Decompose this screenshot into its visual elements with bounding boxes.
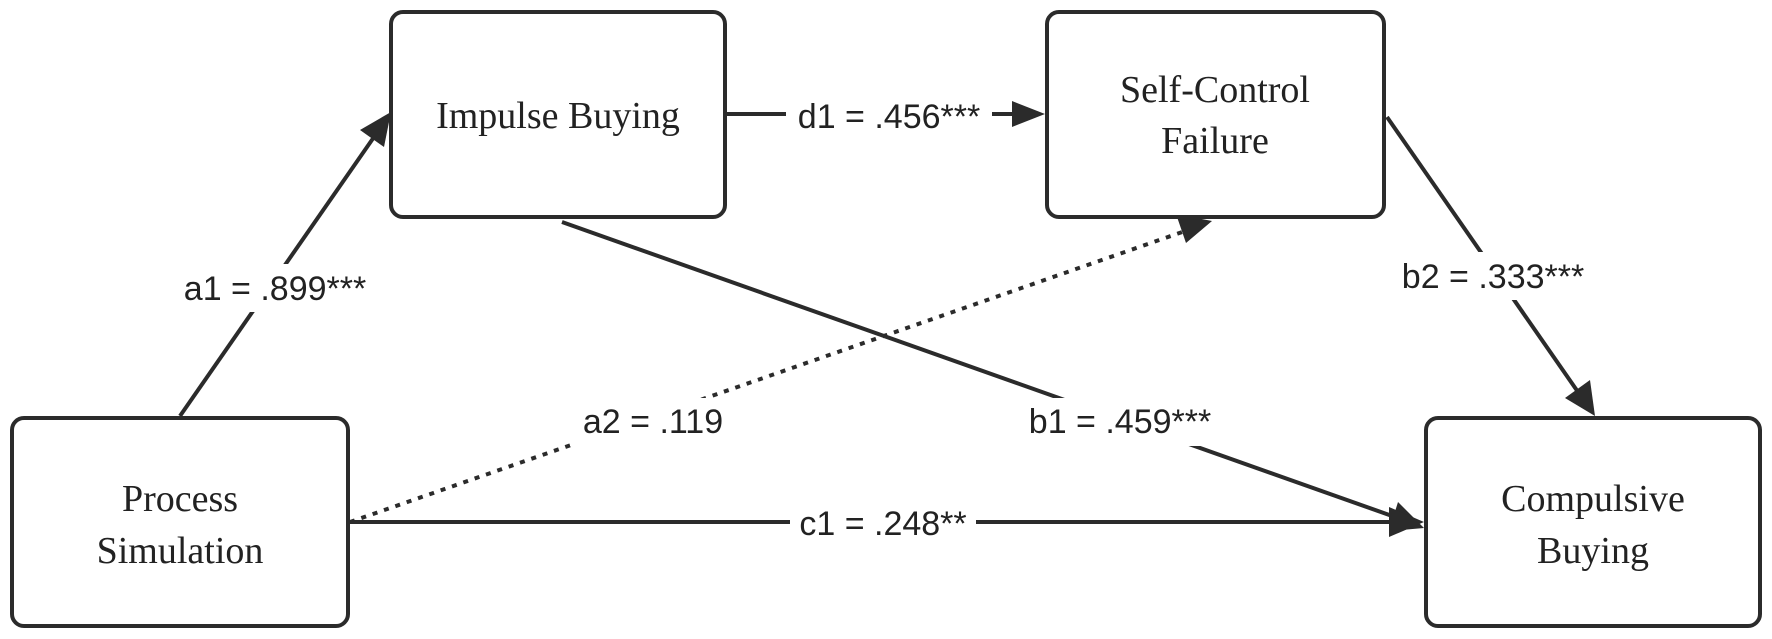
edge-b2-arrowhead <box>1565 380 1595 416</box>
edge-label-b1: b1 = .459*** <box>1015 398 1225 446</box>
edge-label-a2: a2 = .119 <box>570 398 734 446</box>
edge-c1-arrowhead <box>1389 507 1424 537</box>
edge-a2-arrowhead <box>1176 214 1212 243</box>
node-self-control-failure-label-line1: Self-Control <box>1120 69 1310 111</box>
node-process-simulation-label-line1: Process <box>122 478 238 520</box>
node-compulsive-buying: Compulsive Buying <box>1424 416 1762 628</box>
edge-b2-label: b2 = .333*** <box>1402 258 1584 296</box>
edge-b1 <box>561 220 1424 531</box>
node-compulsive-buying-label-line1: Compulsive <box>1501 478 1685 520</box>
node-impulse-buying-label: Impulse Buying <box>436 95 680 137</box>
node-process-simulation-label-line2: Simulation <box>97 530 264 572</box>
node-impulse-buying: Impulse Buying <box>389 10 727 219</box>
edge-b1-label: b1 = .459*** <box>1029 403 1211 441</box>
edge-a2-line <box>349 228 1189 524</box>
edge-d1-label: d1 = .456*** <box>798 98 980 136</box>
node-compulsive-buying-label-line2: Buying <box>1537 530 1649 572</box>
edge-a1-arrowhead <box>360 112 391 147</box>
edge-label-c1: c1 = .248** <box>790 500 976 546</box>
edge-a2-label: a2 = .119 <box>583 403 723 441</box>
node-self-control-failure: Self-Control Failure <box>1045 10 1386 219</box>
edge-a2 <box>349 214 1212 524</box>
node-compulsive-buying-box <box>1424 416 1762 628</box>
edge-label-b2: b2 = .333*** <box>1388 252 1598 300</box>
edge-label-d1: d1 = .456*** <box>786 92 992 140</box>
edge-label-a1: a1 = .899*** <box>180 264 380 312</box>
node-impulse-buying-box <box>389 10 727 219</box>
node-process-simulation: Process Simulation <box>10 416 350 628</box>
node-process-simulation-box <box>10 416 350 628</box>
edge-d1-arrowhead <box>1012 101 1045 127</box>
node-self-control-failure-label-line2: Failure <box>1161 120 1269 162</box>
edge-b1-line <box>561 220 1396 519</box>
node-self-control-failure-box <box>1045 10 1386 219</box>
edge-a1-label: a1 = .899*** <box>184 270 366 308</box>
edge-c1-label: c1 = .248** <box>799 505 966 543</box>
